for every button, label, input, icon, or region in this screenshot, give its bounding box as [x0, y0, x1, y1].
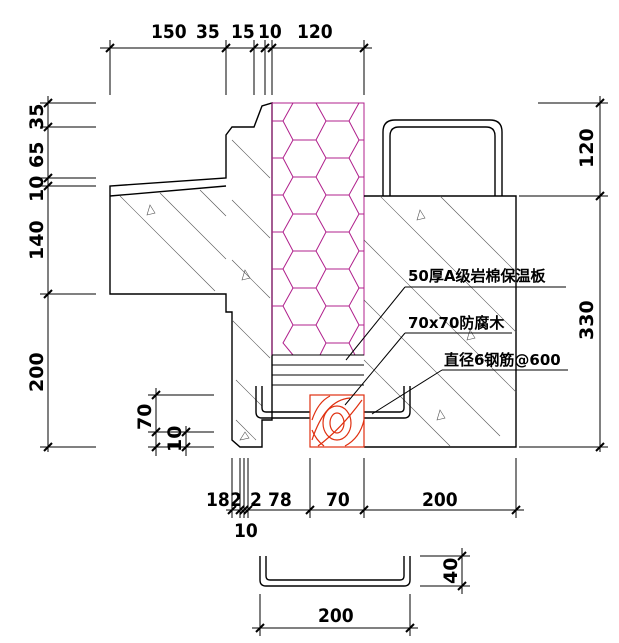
timber-grain [311, 395, 365, 447]
top-dim-150: 150 [151, 21, 187, 43]
rebar-detail: 40 200 [252, 548, 470, 636]
left-dim-200: 200 [26, 352, 48, 392]
rebar-dim-40: 40 [440, 558, 462, 584]
top-dimension-chain: 150 35 15 10 120 [100, 21, 372, 95]
bottom-dim-78: 78 [268, 489, 292, 511]
rebar-dim-200: 200 [318, 605, 354, 627]
top-dim-10: 10 [258, 21, 282, 43]
annotations: 50厚A级岩棉保温板 70x70防腐木 直径6钢筋@600 [344, 267, 568, 415]
note-insulation: 50厚A级岩棉保温板 [408, 267, 546, 285]
rebar-detail-inner [265, 556, 405, 581]
right-dimension-chain: 120 330 [519, 96, 608, 452]
left-dim-10: 10 [26, 176, 48, 202]
bottom-dim-200: 200 [422, 489, 458, 511]
bottom-dim-10: 10 [234, 520, 258, 542]
right-dim-330: 330 [576, 300, 598, 340]
left-dim-35: 35 [26, 104, 48, 130]
left-dim-140: 140 [26, 220, 48, 260]
bottom-dim-70: 70 [326, 489, 350, 511]
structure [109, 102, 517, 448]
note-timber: 70x70防腐木 [408, 314, 505, 332]
bottom-dim-2b: 2 [250, 489, 262, 511]
bottom-dimension-chain: 18 2 2 78 70 200 10 [206, 458, 524, 542]
bottom-dim-2a: 2 [230, 489, 242, 511]
left-dim-65: 65 [26, 142, 48, 168]
timber-block [309, 394, 365, 448]
note-rebar: 直径6钢筋@600 [444, 351, 561, 369]
right-wall-hatch [363, 195, 517, 447]
mortar-layer [272, 354, 364, 386]
left-dim-70: 70 [134, 404, 156, 430]
top-dim-15: 15 [231, 21, 255, 43]
concrete-hatch [119, 139, 271, 441]
railing-inner [389, 126, 496, 196]
left-dim-10b: 10 [164, 426, 186, 452]
bottom-dim-18: 18 [206, 489, 230, 511]
top-dim-120: 120 [297, 21, 333, 43]
left-dimension-chain: 35 65 10 140 200 70 10 [26, 96, 214, 456]
rebar-detail-outer [259, 556, 411, 587]
railing-outer [382, 119, 503, 196]
top-dim-35: 35 [196, 21, 220, 43]
insulation-hex-pattern [272, 102, 364, 356]
right-dim-120: 120 [576, 128, 598, 168]
